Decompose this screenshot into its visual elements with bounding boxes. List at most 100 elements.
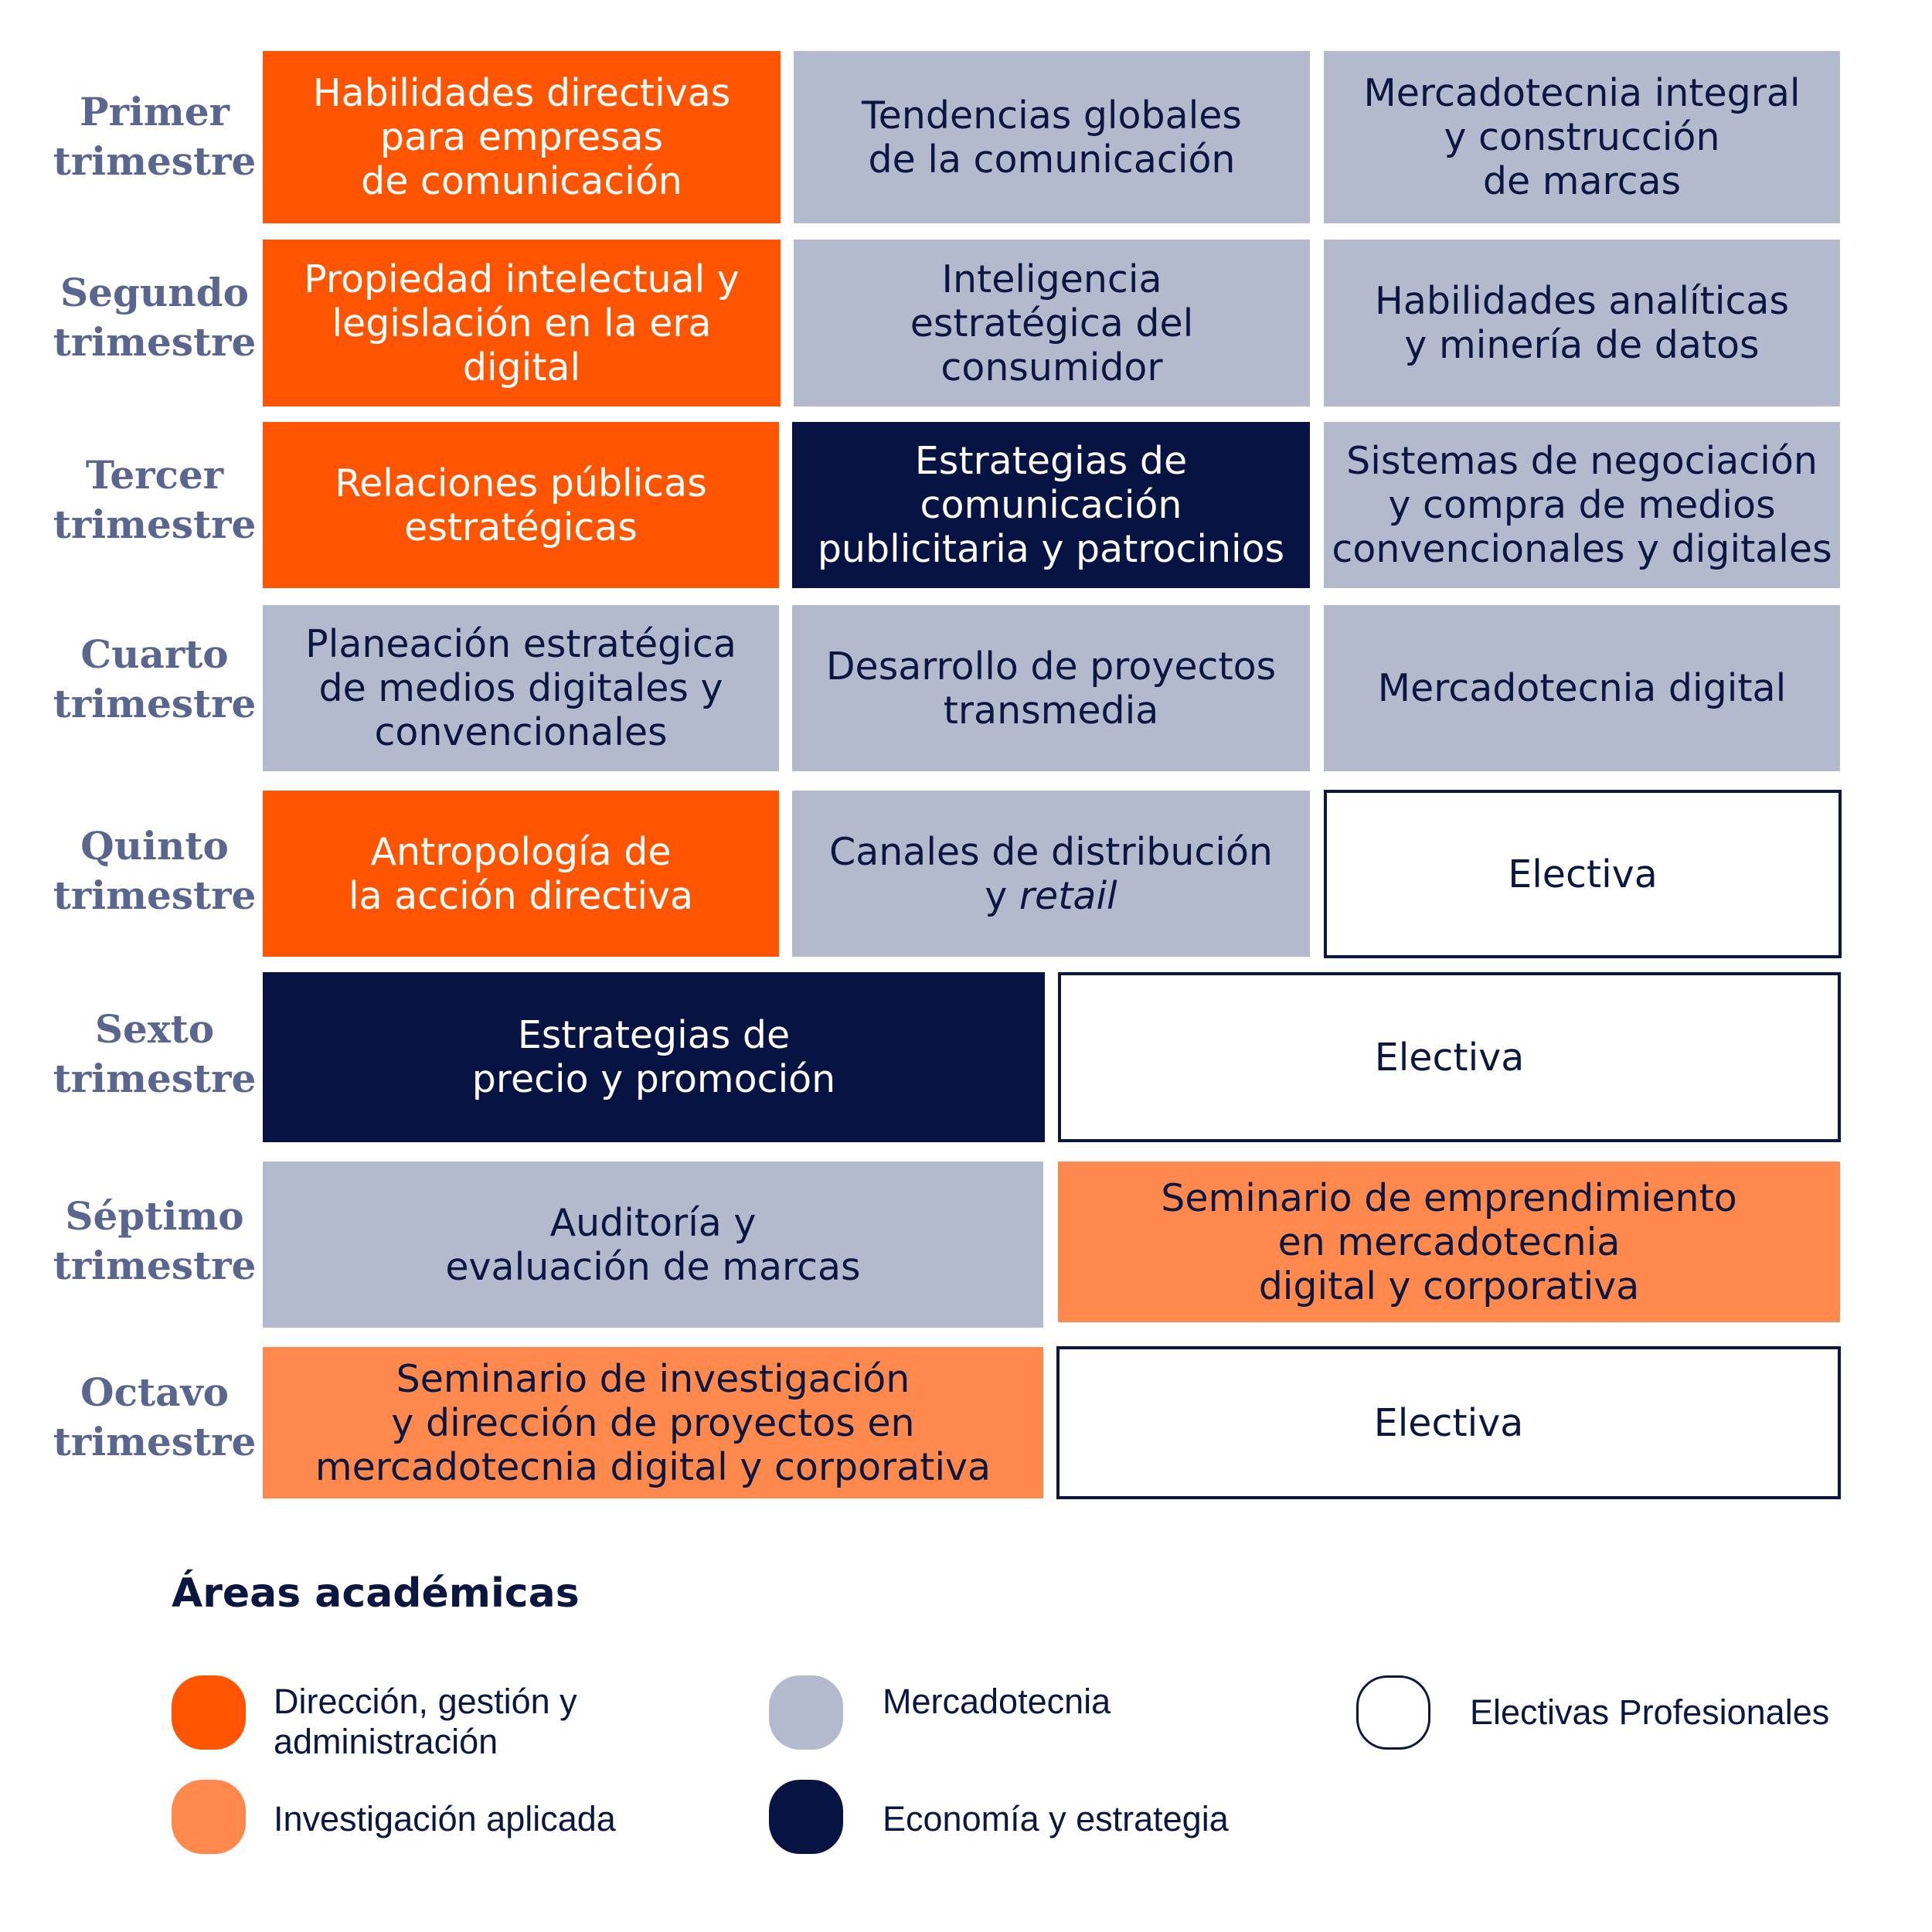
course-line: estratégica del	[910, 301, 1194, 345]
course-cell: Mercadotecnia digital	[1324, 605, 1840, 771]
course-cell: Electiva	[1324, 790, 1842, 958]
legend-swatch-economia	[769, 1780, 843, 1854]
course-line: Desarrollo de proyectos	[825, 644, 1277, 689]
row-label-2: Segundo trimestre	[46, 268, 263, 367]
course-line: mercadotecnia digital y corporativa	[315, 1444, 992, 1489]
course-line: convencionales y digitales	[1332, 527, 1832, 571]
course-line: Electiva	[1373, 1400, 1524, 1445]
course-line: precio y promoción	[471, 1057, 836, 1101]
course-cell: Estrategias de comunicación publicitaria…	[792, 422, 1310, 588]
course-cell: Canales de distribución y retail	[792, 791, 1310, 957]
course-line-mixed: y retail	[985, 874, 1117, 918]
row-label-line: trimestre	[53, 872, 257, 918]
legend-label-line: Economía y estrategia	[883, 1799, 1229, 1838]
row-label-8: Octavo trimestre	[46, 1368, 263, 1467]
course-line: de la comunicación	[868, 137, 1236, 182]
course-cell: Antropología de la acción directiva	[263, 791, 779, 957]
course-line: estratégicas	[404, 505, 638, 549]
legend-label-economia: Economía y estrategia	[883, 1799, 1229, 1839]
course-line: consumidor	[940, 345, 1163, 389]
course-cell: Electiva	[1058, 972, 1841, 1142]
course-line: Seminario de investigación	[396, 1356, 910, 1401]
legend-label-line: Mercadotecnia	[883, 1682, 1111, 1721]
course-line: Electiva	[1374, 1035, 1525, 1080]
row-label-line: Séptimo	[65, 1193, 244, 1239]
course-cell: Propiedad intelectual y legislación en l…	[263, 240, 781, 406]
row-label-line: Quinto	[80, 823, 229, 869]
course-line: evaluación de marcas	[445, 1244, 861, 1289]
row-label-1: Primer trimestre	[46, 87, 263, 186]
row-label-3: Tercer trimestre	[46, 451, 263, 549]
course-line: Propiedad intelectual y	[304, 257, 740, 301]
course-line: Mercadotecnia integral	[1363, 71, 1801, 115]
course-line: legislación en la era	[332, 301, 712, 345]
course-cell: Electiva	[1056, 1346, 1841, 1499]
course-cell: Auditoría y evaluación de marcas	[263, 1162, 1043, 1328]
course-line: Sistemas de negociación	[1346, 439, 1818, 483]
course-cell: Seminario de emprendimiento en mercadote…	[1058, 1162, 1840, 1322]
course-cell: Tendencias globales de la comunicación	[794, 51, 1310, 223]
course-cell: Sistemas de negociación y compra de medi…	[1324, 422, 1840, 588]
course-line: digital y corporativa	[1258, 1264, 1640, 1308]
course-line: transmedia	[943, 688, 1159, 733]
legend-label-direccion: Dirección, gestión y administración	[274, 1682, 577, 1762]
row-label-line: Tercer	[85, 452, 224, 498]
legend-label-investigacion: Investigación aplicada	[274, 1799, 616, 1839]
row-label-7: Séptimo trimestre	[46, 1192, 263, 1291]
legend-title: Áreas académicas	[172, 1570, 580, 1617]
course-line: de medios digitales y	[318, 666, 723, 710]
course-cell: Estrategias de precio y promoción	[263, 972, 1045, 1142]
course-cell: Seminario de investigación y dirección d…	[263, 1347, 1043, 1498]
course-line: Relaciones públicas	[335, 461, 707, 505]
course-line: y minería de datos	[1404, 323, 1760, 367]
row-label-line: trimestre	[53, 1056, 257, 1101]
course-cell: Habilidades directivas para empresas de …	[263, 51, 781, 223]
course-line: Canales de distribución	[829, 829, 1273, 874]
course-line: Seminario de emprendimiento	[1161, 1175, 1737, 1220]
course-line: Antropología de	[370, 829, 672, 874]
course-line: Electiva	[1508, 852, 1658, 896]
course-line: Estrategias de	[914, 439, 1188, 483]
course-line: Estrategias de	[517, 1013, 791, 1057]
legend-label-line: Investigación aplicada	[274, 1799, 616, 1838]
course-line: Tendencias globales	[862, 93, 1242, 138]
row-label-line: trimestre	[53, 319, 257, 365]
course-line: Inteligencia	[941, 257, 1162, 301]
course-line: publicitaria y patrocinios	[817, 527, 1285, 571]
row-label-line: Sexto	[94, 1006, 215, 1052]
course-line: convencionales	[374, 710, 668, 754]
course-line: y compra de medios	[1388, 483, 1776, 527]
course-cell: Relaciones públicas estratégicas	[263, 422, 779, 588]
row-label-line: Octavo	[80, 1369, 229, 1415]
course-line: de comunicación	[361, 159, 682, 203]
course-line: Habilidades directivas	[312, 71, 731, 115]
row-label-line: trimestre	[53, 1243, 257, 1288]
legend-swatch-electiva	[1356, 1675, 1430, 1750]
course-line: en mercadotecnia	[1277, 1219, 1621, 1264]
course-line: para empresas	[379, 115, 664, 159]
course-line: Mercadotecnia digital	[1377, 666, 1787, 710]
course-cell: Inteligencia estratégica del consumidor	[794, 240, 1310, 406]
course-line-italic: retail	[1019, 873, 1117, 918]
row-label-line: trimestre	[53, 1419, 257, 1464]
row-label-line: trimestre	[53, 681, 257, 726]
legend-swatch-direccion	[172, 1675, 246, 1750]
row-label-6: Sexto trimestre	[46, 1005, 263, 1104]
course-line: Habilidades analíticas	[1375, 279, 1789, 323]
course-line: Planeación estratégica	[305, 622, 736, 666]
row-label-5: Quinto trimestre	[46, 821, 263, 920]
course-cell: Mercadotecnia integral y construcción de…	[1324, 51, 1840, 223]
legend-swatch-mercadotecnia	[769, 1675, 843, 1750]
row-label-line: trimestre	[53, 502, 257, 547]
course-line: comunicación	[920, 483, 1182, 527]
row-label-line: Cuarto	[80, 631, 229, 677]
course-cell: Desarrollo de proyectos transmedia	[792, 605, 1310, 771]
row-label-line: Segundo	[60, 270, 249, 315]
course-line-part: y	[985, 873, 1008, 918]
course-cell: Planeación estratégica de medios digital…	[263, 605, 779, 771]
legend-label-mercadotecnia: Mercadotecnia	[883, 1682, 1111, 1722]
course-line: Auditoría y	[549, 1200, 757, 1245]
row-label-4: Cuarto trimestre	[46, 630, 263, 729]
legend-swatch-investigacion	[172, 1780, 246, 1854]
legend-label-electiva: Electivas Profesionales	[1470, 1692, 1829, 1733]
